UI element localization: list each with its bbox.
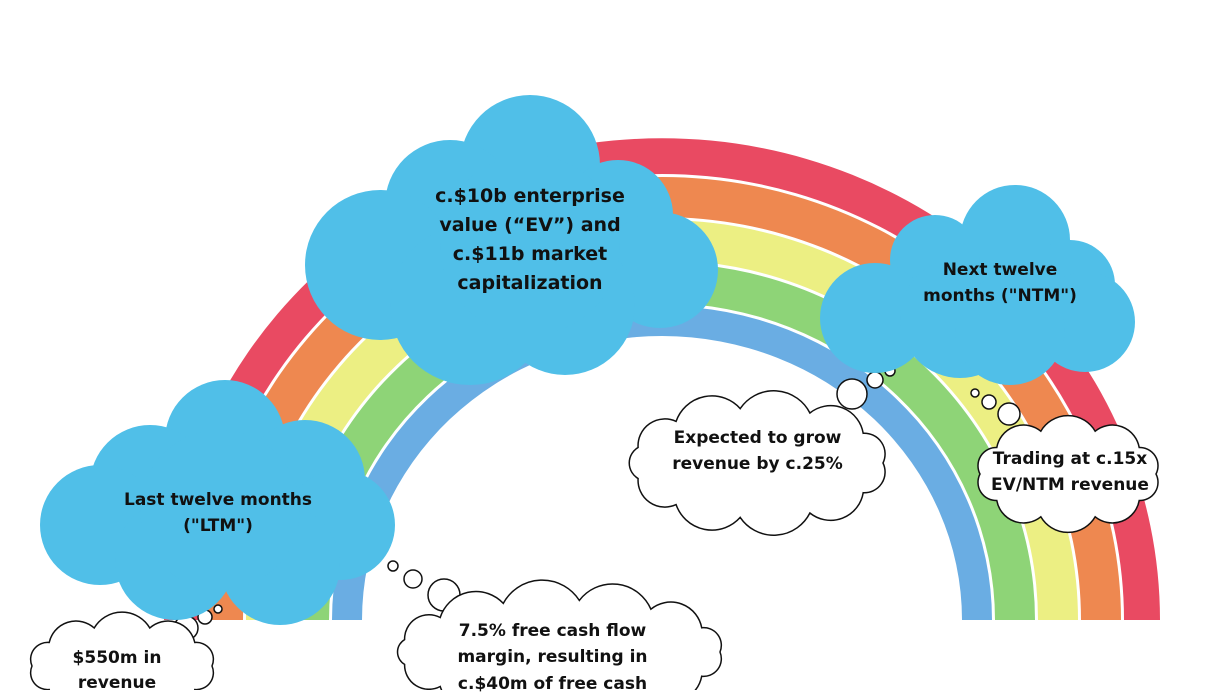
thought-rev: [29, 611, 215, 690]
cloud-ev-label: c.$10b enterprise value (“EV”) and c.$11…: [395, 182, 665, 298]
grow-line-2: revenue by c.25%: [672, 453, 843, 474]
thought-bubble: [213, 604, 223, 614]
ltm-line-1: Last twelve months: [123, 490, 313, 510]
cloud-ntm: [820, 185, 1135, 385]
fcf-line-1: 7.5% free cash flow: [458, 621, 647, 641]
thought-grow-label: Expected to grow revenue by c.25%: [640, 426, 875, 477]
ntm-line-1: Next twelve: [942, 260, 1058, 280]
ntm-line-2: months ("NTM"): [923, 285, 1077, 306]
cloud-ev-lobe: [440, 155, 620, 335]
fcf-line-3: c.$40m of free cash: [457, 673, 648, 694]
thought-clouds: [29, 390, 1159, 690]
thought-trade: [977, 414, 1159, 534]
ltm-line-2: ("LTM"): [183, 515, 253, 536]
thought-trade-label: Trading at c.15x EV/NTM revenue: [975, 447, 1165, 498]
rev-line-1: $550m in: [72, 648, 162, 668]
thought-bubble: [970, 388, 980, 398]
cloud-ntm-label: Next twelve months ("NTM"): [885, 258, 1115, 310]
trade-line-1: Trading at c.15x: [992, 449, 1148, 469]
thought-revenue-label: $550m in revenue: [42, 646, 192, 695]
thought-bubble: [997, 402, 1021, 426]
fcf-line-2: margin, resulting in: [457, 647, 648, 668]
ev-line-4: capitalization: [457, 271, 603, 294]
grow-line-1: Expected to grow: [673, 428, 842, 448]
cloud-ev: [305, 95, 718, 385]
thought-bubble: [403, 569, 423, 589]
thought-bubble: [836, 378, 868, 410]
thought-fcf-label: 7.5% free cash flow margin, resulting in…: [420, 618, 685, 697]
blue-clouds: [40, 95, 1135, 625]
cloud-ltm-label: Last twelve months ("LTM"): [98, 488, 338, 540]
thought-bubble: [866, 371, 884, 389]
cloud-ntm-lobe: [955, 275, 1065, 385]
cloud-ltm-lobe: [140, 430, 300, 590]
ev-line-3: c.$11b market: [452, 242, 608, 265]
thought-bubble: [387, 560, 399, 572]
cloud-ltm: [40, 380, 395, 625]
cloud-ntm-lobe: [820, 263, 930, 373]
ev-line-2: value (“EV”) and: [439, 213, 621, 236]
rev-line-2: revenue: [77, 672, 157, 693]
trade-line-2: EV/NTM revenue: [991, 474, 1149, 495]
thought-fcf: [396, 579, 723, 690]
thought-bubble: [981, 394, 997, 410]
thought-grow: [628, 390, 886, 536]
ev-line-1: c.$10b enterprise: [435, 185, 625, 207]
